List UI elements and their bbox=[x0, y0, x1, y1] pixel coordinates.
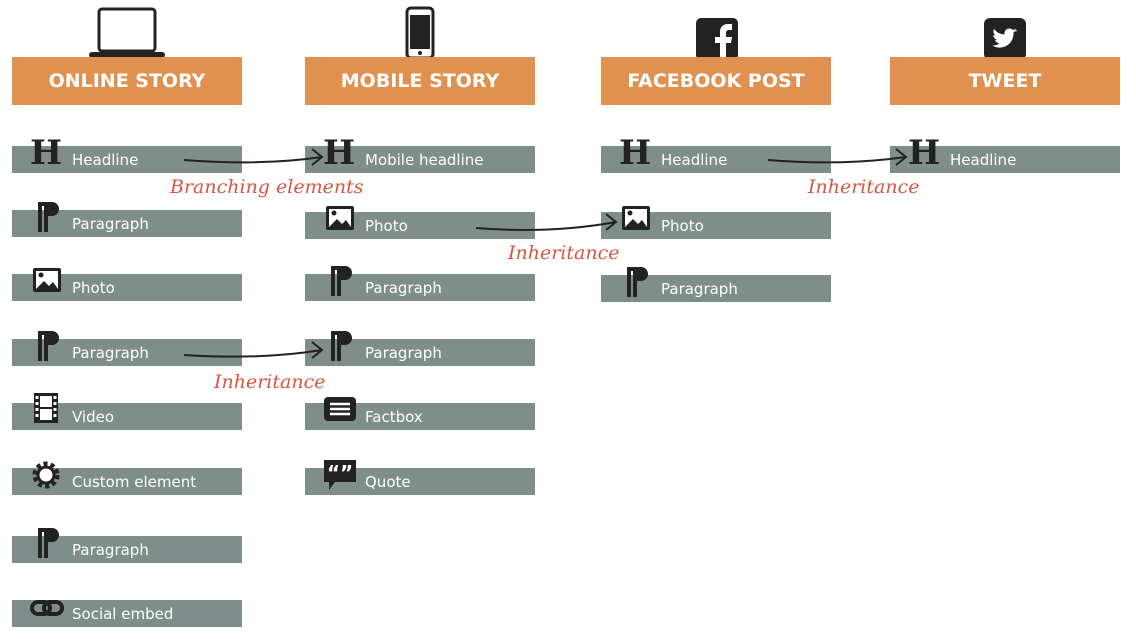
annotation-branching: Branching elements bbox=[170, 176, 364, 198]
element-label: Video bbox=[72, 408, 115, 426]
paragraph-icon bbox=[323, 327, 355, 361]
element-block: Photo bbox=[601, 206, 831, 239]
element-block: Video bbox=[12, 393, 242, 430]
photo-icon bbox=[619, 200, 651, 234]
element-label: Social embed bbox=[72, 605, 174, 623]
paragraph-icon bbox=[323, 262, 355, 296]
element-label: Photo bbox=[72, 279, 115, 297]
element-label: Paragraph bbox=[661, 280, 738, 298]
svg-text:H: H bbox=[30, 134, 62, 170]
element-block: Photo bbox=[12, 268, 242, 301]
quote-icon: “” bbox=[323, 456, 356, 490]
headline-icon: H bbox=[323, 133, 355, 173]
annotation-inheritance: Inheritance bbox=[508, 242, 620, 264]
element-block: H Headline bbox=[601, 133, 831, 173]
element-label: Paragraph bbox=[72, 344, 149, 362]
column-header: ONLINE STORY bbox=[12, 57, 242, 105]
element-label: Headline bbox=[950, 151, 1017, 169]
paragraph-icon bbox=[30, 327, 62, 361]
element-label: Photo bbox=[365, 217, 408, 235]
element-block: Custom element bbox=[12, 461, 242, 495]
svg-text:H: H bbox=[908, 134, 940, 170]
headline-icon: H bbox=[30, 133, 62, 173]
svg-text:H: H bbox=[323, 134, 355, 170]
element-label: Headline bbox=[72, 151, 139, 169]
element-block: Paragraph bbox=[12, 528, 242, 563]
element-label: Photo bbox=[661, 217, 704, 235]
svg-text:“”: “” bbox=[327, 461, 353, 485]
element-label: Paragraph bbox=[365, 279, 442, 297]
paragraph-icon bbox=[30, 198, 62, 232]
headline-icon: H bbox=[619, 133, 651, 173]
photo-icon bbox=[30, 262, 62, 296]
headline-icon: H bbox=[908, 133, 940, 173]
element-label: Custom element bbox=[72, 473, 197, 491]
element-label: Paragraph bbox=[72, 541, 149, 559]
paragraph-icon bbox=[30, 524, 62, 558]
element-block: Factbox bbox=[305, 397, 535, 430]
svg-text:H: H bbox=[619, 134, 651, 170]
element-label: Paragraph bbox=[72, 215, 149, 233]
element-block: H Headline bbox=[890, 133, 1120, 173]
element-label: Quote bbox=[365, 473, 411, 491]
twitter-icon bbox=[984, 18, 1026, 64]
annotation-inheritance: Inheritance bbox=[808, 176, 920, 198]
element-block: Paragraph bbox=[601, 267, 831, 302]
link-icon bbox=[30, 588, 64, 622]
laptop-icon bbox=[87, 6, 167, 66]
paragraph-icon bbox=[619, 263, 651, 297]
column-header: FACEBOOK POST bbox=[601, 57, 831, 105]
element-block: “” Quote bbox=[305, 460, 535, 495]
facebook-icon bbox=[696, 18, 738, 64]
element-block: Photo bbox=[305, 206, 535, 239]
column-header: TWEET bbox=[890, 57, 1120, 105]
element-block: Paragraph bbox=[12, 331, 242, 366]
element-label: Mobile headline bbox=[365, 151, 484, 169]
element-block: H Headline bbox=[12, 133, 242, 173]
element-block: H Mobile headline bbox=[305, 133, 535, 173]
factbox-icon bbox=[323, 391, 356, 425]
element-block: Paragraph bbox=[305, 331, 535, 366]
column-header: MOBILE STORY bbox=[305, 57, 535, 105]
element-label: Paragraph bbox=[365, 344, 442, 362]
element-label: Factbox bbox=[365, 408, 423, 426]
phone-icon bbox=[405, 6, 435, 66]
element-block: Social embed bbox=[12, 600, 242, 627]
element-block: Paragraph bbox=[12, 202, 242, 237]
video-icon bbox=[30, 391, 62, 425]
gear-icon bbox=[30, 456, 62, 490]
element-block: Paragraph bbox=[305, 266, 535, 301]
photo-icon bbox=[323, 200, 355, 234]
element-label: Headline bbox=[661, 151, 728, 169]
annotation-inheritance: Inheritance bbox=[214, 371, 326, 393]
